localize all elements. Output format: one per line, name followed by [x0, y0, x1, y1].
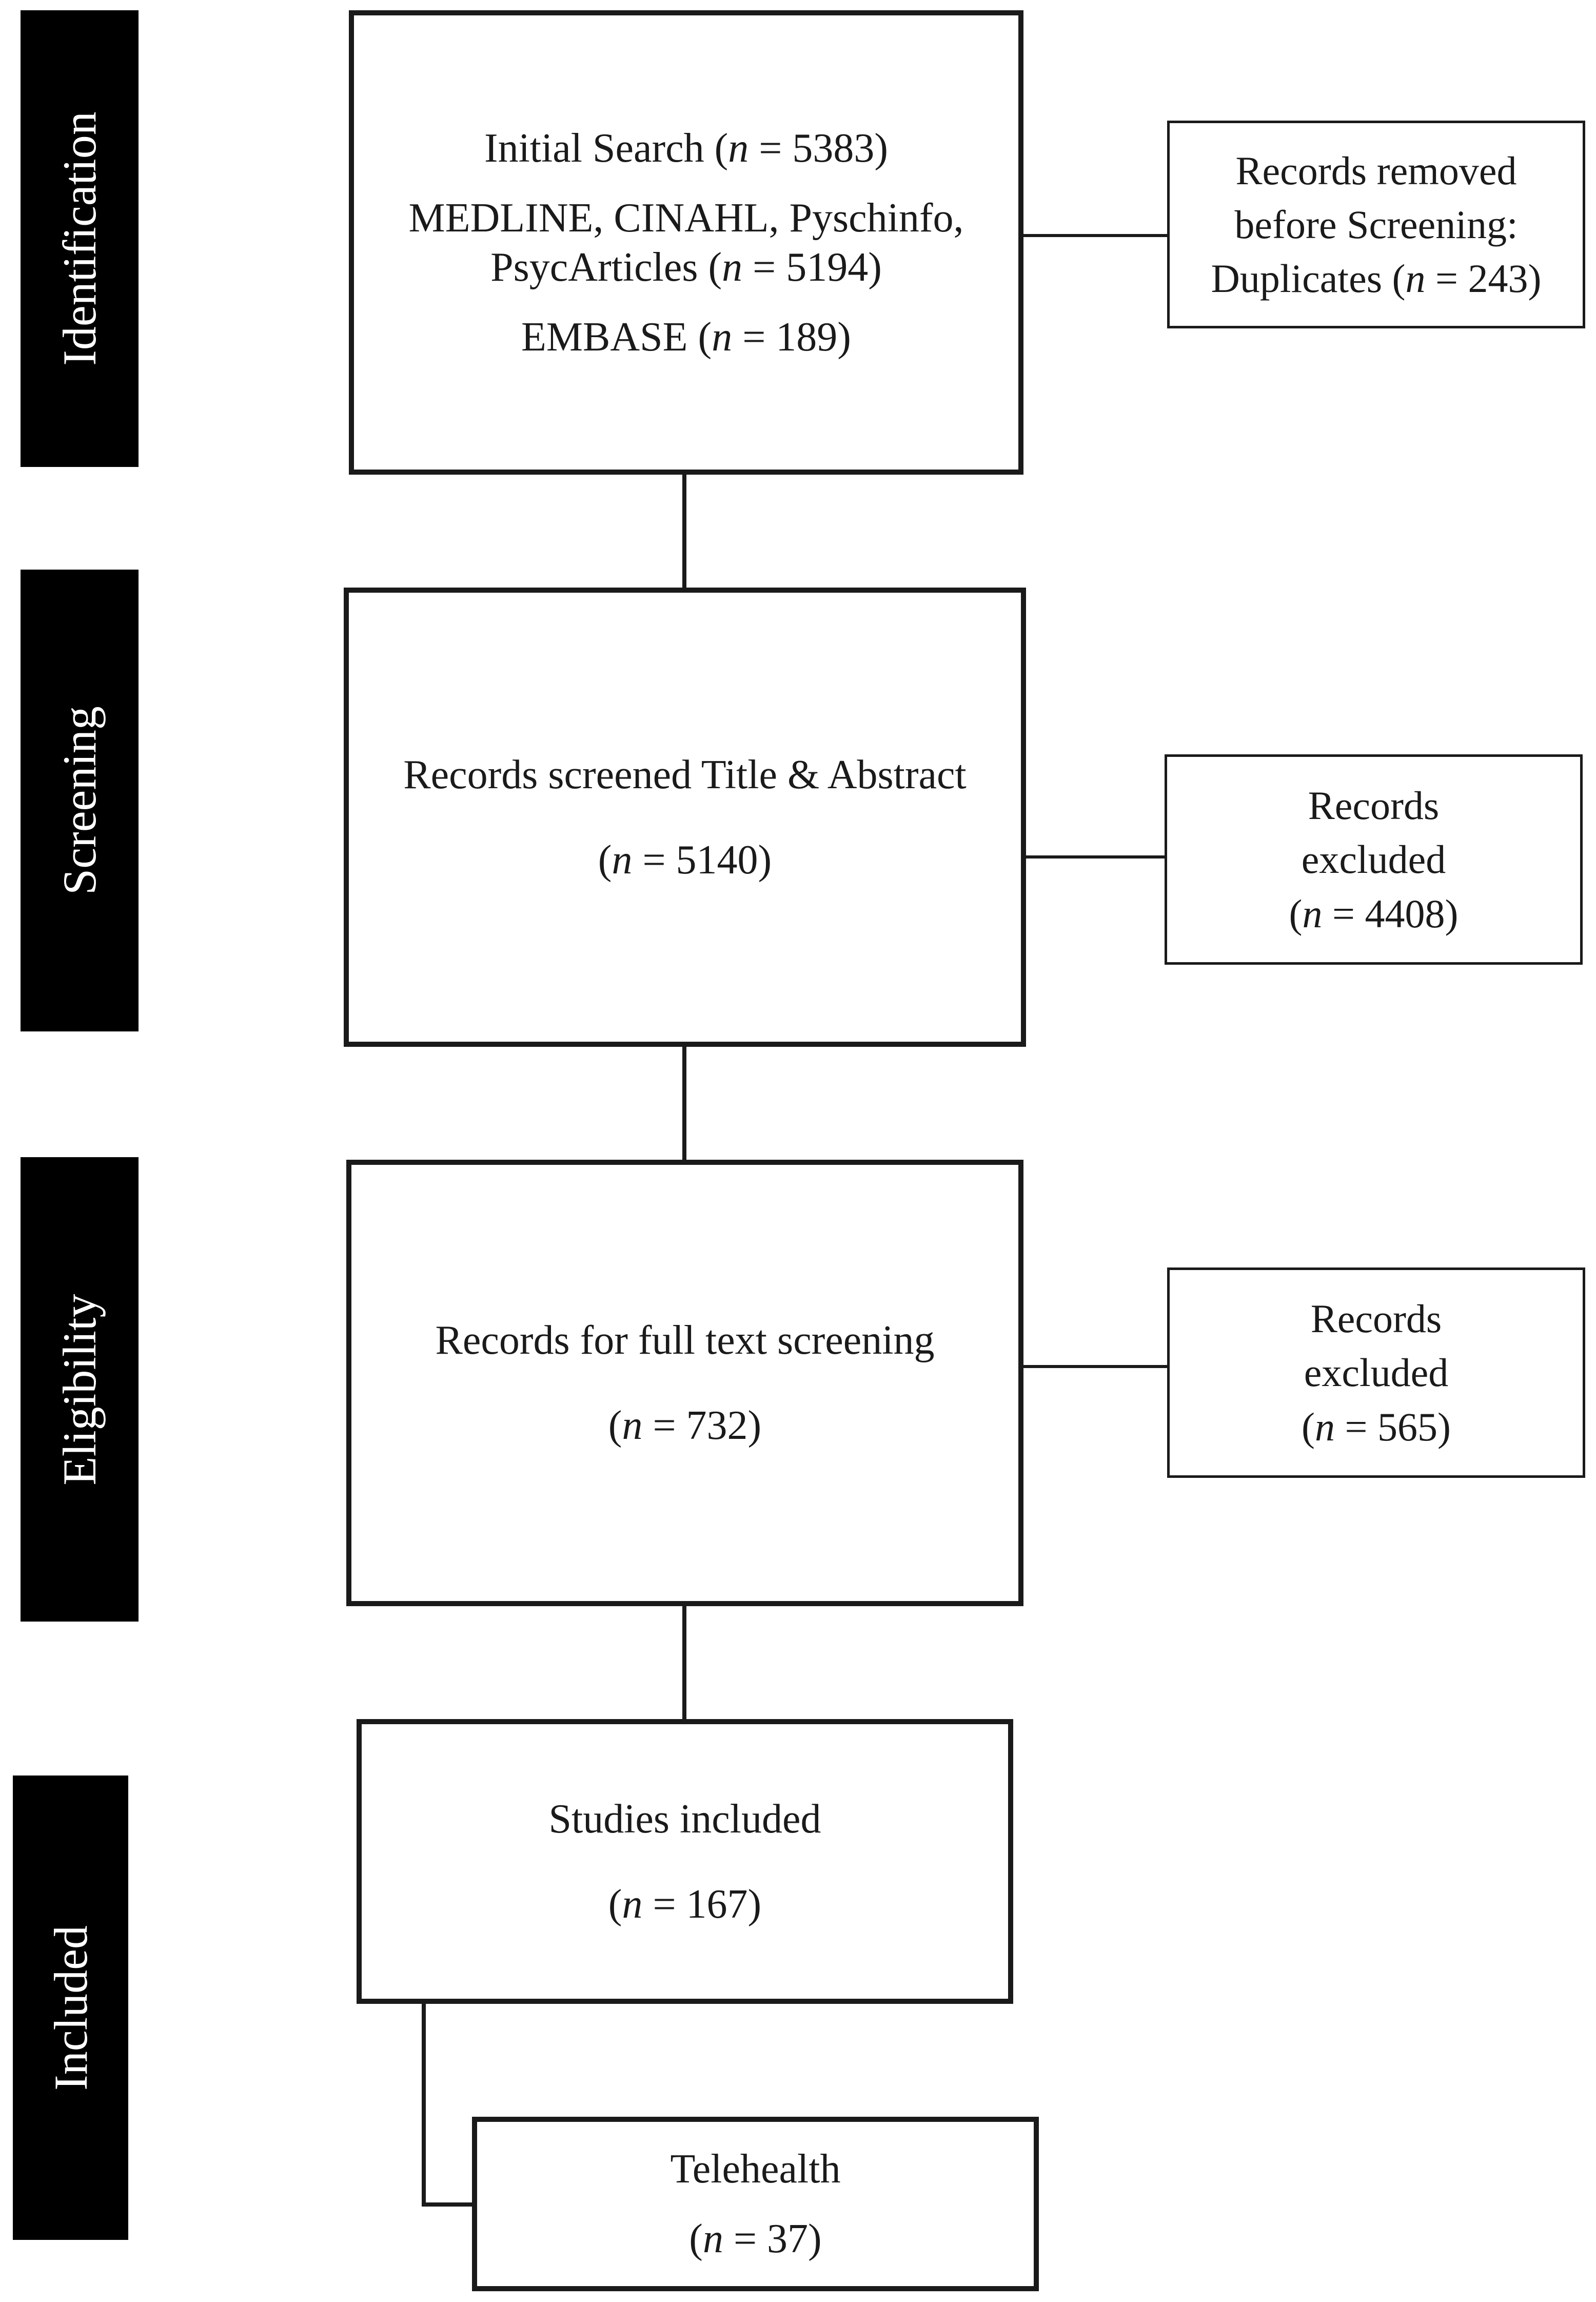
- stage-label-included: Included: [44, 1925, 97, 2091]
- connector-identification-screening: [682, 472, 686, 590]
- stage-label-screening: Screening: [53, 706, 106, 895]
- stage-label-eligibility: Eligibility: [53, 1293, 106, 1486]
- telehealth-count: (n = 37): [689, 2216, 822, 2261]
- eligibility-title: Records for full text screening: [435, 1318, 935, 1363]
- telehealth-title: Telehealth: [670, 2147, 841, 2192]
- connector-identification-removed: [1021, 234, 1170, 237]
- identification-box: Initial Search (n = 5383) MEDLINE, CINAH…: [349, 10, 1023, 475]
- excluded-eligibility-line-1: Records: [1310, 1296, 1442, 1341]
- stage-bar-included: Included: [13, 1776, 128, 2240]
- screening-count: (n = 5140): [598, 837, 772, 883]
- included-title: Studies included: [548, 1796, 821, 1842]
- connector-screening-eligibility: [682, 1044, 686, 1162]
- databases-line-1: MEDLINE, CINAHL, Pyschinfo,: [408, 195, 964, 241]
- records-removed-box: Records removed before Screening: Duplic…: [1167, 121, 1585, 328]
- excluded-eligibility-line-2: excluded: [1304, 1350, 1449, 1395]
- stage-bar-identification: Identification: [21, 10, 139, 467]
- screening-box: Records screened Title & Abstract (n = 5…: [344, 588, 1026, 1047]
- connector-screening-excluded: [1023, 855, 1167, 859]
- removed-line-3: Duplicates (n = 243): [1211, 256, 1542, 301]
- excluded-eligibility-count: (n = 565): [1302, 1404, 1451, 1449]
- stage-bar-screening: Screening: [21, 570, 139, 1031]
- records-excluded-screening-box: Records excluded (n = 4408): [1165, 754, 1583, 965]
- included-count: (n = 167): [608, 1881, 762, 1927]
- studies-included-box: Studies included (n = 167): [357, 1719, 1013, 2004]
- connector-eligibility-excluded: [1021, 1365, 1170, 1368]
- connector-included-telehealth-horizontal: [422, 2202, 476, 2207]
- records-excluded-eligibility-box: Records excluded (n = 565): [1167, 1267, 1585, 1478]
- excluded-screening-line-2: excluded: [1301, 837, 1446, 882]
- removed-line-1: Records removed: [1235, 148, 1517, 193]
- stage-label-identification: Identification: [53, 111, 106, 366]
- excluded-screening-count: (n = 4408): [1289, 891, 1459, 936]
- removed-line-2: before Screening:: [1234, 202, 1518, 247]
- eligibility-count: (n = 732): [608, 1403, 762, 1448]
- stage-bar-eligibility: Eligibility: [21, 1157, 139, 1622]
- initial-search-text: Initial Search (n = 5383): [484, 125, 889, 171]
- excluded-screening-line-1: Records: [1308, 783, 1440, 828]
- connector-included-telehealth-vertical: [422, 1999, 426, 2207]
- embase-text: EMBASE (n = 189): [521, 314, 851, 360]
- screening-title: Records screened Title & Abstract: [403, 752, 967, 797]
- telehealth-box: Telehealth (n = 37): [472, 2117, 1039, 2291]
- databases-line-2: PsycArticles (n = 5194): [490, 244, 882, 290]
- eligibility-box: Records for full text screening (n = 732…: [346, 1160, 1023, 1606]
- connector-eligibility-included: [682, 1601, 686, 1724]
